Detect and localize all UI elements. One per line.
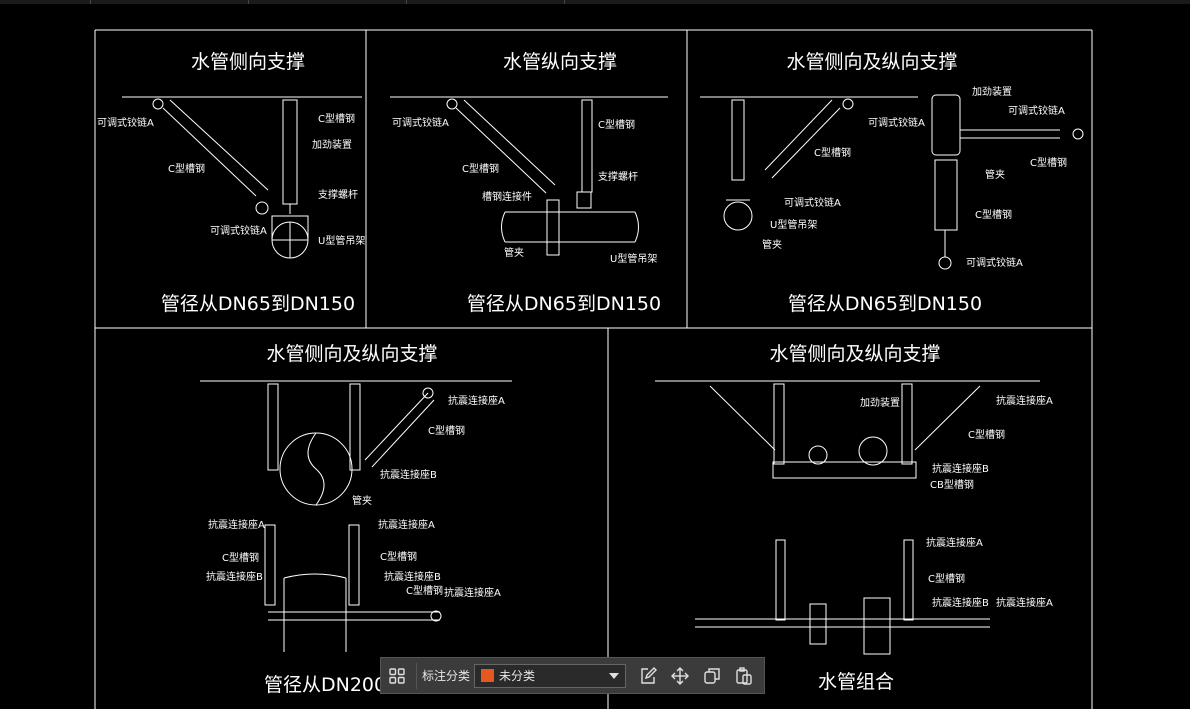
panel-2-label: C型槽钢 [462,162,499,175]
panel-4-label: 抗震连接座A [444,586,501,599]
panel-2-subtitle: 管径从DN65到DN150 [467,293,661,315]
panel-1-label: 加劲装置 [312,138,352,151]
panel-2-drawing [390,96,668,256]
panel-4-label: 抗震连接座B [380,468,437,481]
panel-2-label: 可调式铰链A [392,116,449,129]
panel-5-label: 抗震连接座B [932,462,989,475]
panel-5-label: CB型槽钢 [930,478,974,491]
panel-4-label: C型槽钢 [406,584,443,597]
panel-1-label: 支撑螺杆 [318,188,358,201]
annotation-toolbar: 标注分类 未分类 [380,657,765,694]
panel-3-subtitle: 管径从DN65到DN150 [788,293,982,315]
top-tab[interactable] [406,0,565,4]
top-tab[interactable] [90,0,249,4]
panel-2-label: 槽钢连接件 [482,190,532,203]
panel-3-label: 管夹 [762,238,782,251]
panel-1-label: U型管吊架 [318,234,365,247]
panel-4-title: 水管侧向及纵向支撑 [266,343,437,365]
panel-1-label: C型槽钢 [168,162,205,175]
panel-3-label: 加劲装置 [972,85,1012,98]
panel-3-label: 可调式铰链A [868,116,925,129]
panel-5-title: 水管侧向及纵向支撑 [769,343,940,365]
panel-4-label: C型槽钢 [222,551,259,564]
panel-3-label: 可调式铰链A [784,196,841,209]
panel-2-label: 管夹 [504,246,524,259]
panel-5-label: 抗震连接座A [926,536,983,549]
panel-4-label: 抗震连接座B [206,570,263,583]
category-select[interactable]: 未分类 [474,663,627,688]
panel-4-drawing [200,380,512,652]
panel-4-label: C型槽钢 [380,550,417,563]
panel-3-label: C型槽钢 [1030,156,1067,169]
panel-3-title: 水管侧向及纵向支撑 [786,51,957,73]
top-tab-strip [0,0,1190,4]
panel-4-label: 抗震连接座A [448,394,505,407]
panel-2-label: 支撑螺杆 [598,170,638,183]
top-tab[interactable] [0,0,91,4]
top-tab[interactable] [248,0,407,4]
category-color-swatch [481,669,495,682]
panel-5-label: 抗震连接座A [996,596,1053,609]
panel-1-label: 可调式铰链A [97,116,154,129]
panel-5-label: 抗震连接座A [996,394,1053,407]
panel-3-label: C型槽钢 [814,146,851,159]
panel-3-label: 可调式铰链A [1008,104,1065,117]
drawing-frame [94,29,1093,709]
panel-3-drawing [700,94,1084,270]
category-select-value: 未分类 [499,669,536,683]
panel-5-label: C型槽钢 [928,572,965,585]
panel-4-label: 抗震连接座A [378,518,435,531]
panel-4-label: 管夹 [352,494,372,507]
panel-3-label: U型管吊架 [770,218,817,231]
panel-5-label: 加劲装置 [860,396,900,409]
panel-1-label: 可调式铰链A [210,224,267,237]
copy-icon[interactable] [699,663,725,689]
move-icon[interactable] [667,663,693,689]
panel-2-label: U型管吊架 [610,252,657,265]
cad-drawing-canvas[interactable]: 水管侧向支撑 管径从DN65到DN150 可调式铰链A C型槽钢 加劲装置 C型… [0,4,1190,709]
panel-3-label: 可调式铰链A [966,256,1023,269]
toolbar-divider [416,662,417,689]
category-label: 标注分类 [422,669,471,683]
panel-1-title: 水管侧向支撑 [191,51,305,73]
panel-4-label: 抗震连接座A [208,518,265,531]
panel-1-label: C型槽钢 [318,112,355,125]
panel-4-label: C型槽钢 [428,424,465,437]
panel-5-drawing [655,380,1040,655]
panel-2-label: C型槽钢 [598,118,635,131]
panel-2-title: 水管纵向支撑 [503,51,617,73]
edit-icon[interactable] [635,663,661,689]
panel-1-subtitle: 管径从DN65到DN150 [161,293,355,315]
grid-icon[interactable] [384,663,410,689]
panel-5-label: 抗震连接座B [932,596,989,609]
panel-5-label: C型槽钢 [968,428,1005,441]
panel-3-label: 管夹 [985,168,1005,181]
chevron-down-icon [609,672,620,679]
panel-5-subtitle: 水管组合 [818,671,894,693]
panel-3-label: C型槽钢 [975,208,1012,221]
panel-4-label: 抗震连接座B [384,570,441,583]
paste-icon[interactable] [731,663,757,689]
panel-1-drawing [122,96,362,259]
